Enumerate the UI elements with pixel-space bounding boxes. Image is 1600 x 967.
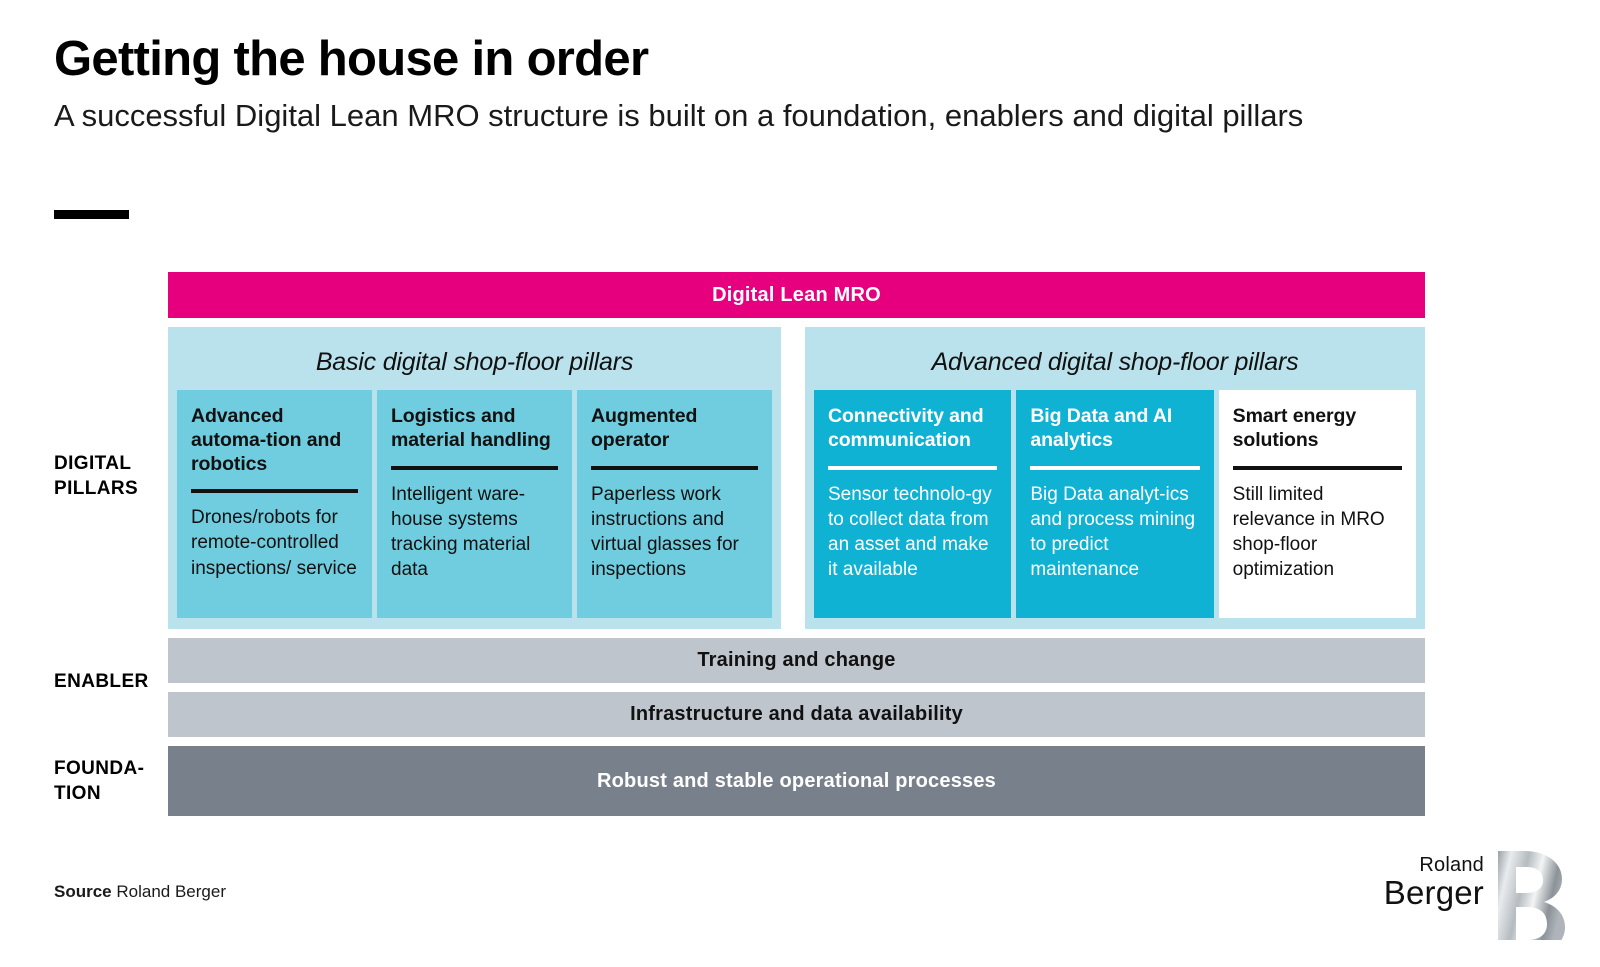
pillar-card-body: Intelligent ware-house systems tracking …: [391, 483, 531, 580]
pillar-group-advanced-columns: Connectivity and communication Sensor te…: [814, 390, 1416, 618]
pillar-group-advanced-title: Advanced digital shop-floor pillars: [931, 348, 1299, 376]
pillar-card-divider: [1030, 465, 1200, 470]
pillar-card-body: Still limited relevance in MRO shop-floo…: [1232, 483, 1385, 580]
pillar-card-title: Logistics and material handling: [391, 405, 551, 451]
pillar-card-title: Augmented operator: [591, 405, 698, 451]
enabler-bar-infrastructure-and-data: Infrastructure and data availability: [168, 692, 1425, 737]
logo-roland-text: Roland: [1419, 854, 1484, 876]
row-label-enabler: ENABLER: [54, 670, 164, 695]
pillar-card-divider: [391, 465, 558, 470]
enabler-bar-label: Training and change: [697, 649, 896, 671]
pillar-card-title: Connectivity and communication: [828, 405, 984, 451]
pillar-card-divider: [828, 465, 998, 470]
pillar-card-title: Big Data and AI analytics: [1030, 405, 1173, 451]
roland-berger-logo: Roland Berger: [1352, 845, 1572, 940]
pillar-group-basic-columns: Advanced automa-tion and robotics Drones…: [177, 390, 772, 618]
pillar-card-title: Advanced automa-tion and robotics: [191, 405, 342, 475]
page-title: Getting the house in order: [54, 32, 649, 86]
pillar-card-connectivity-communication[interactable]: Connectivity and communication Sensor te…: [814, 390, 1012, 618]
pillar-card-big-data-ai-analytics[interactable]: Big Data and AI analytics Big Data analy…: [1016, 390, 1214, 618]
pillar-card-body: Paperless work instructions and virtual …: [591, 483, 739, 580]
roland-berger-wordmark: Roland Berger: [1384, 855, 1484, 909]
roland-berger-b-mark-icon: [1498, 851, 1565, 940]
pillar-group-basic: Basic digital shop-floor pillars Advance…: [168, 327, 781, 629]
logo-berger-text: Berger: [1383, 874, 1484, 911]
pillar-group-advanced: Advanced digital shop-floor pillars Conn…: [805, 327, 1425, 629]
pillar-card-body: Drones/robots for remote-controlled insp…: [191, 507, 357, 579]
source-value: Roland Berger: [116, 882, 226, 901]
pillar-group-basic-title: Basic digital shop-floor pillars: [315, 348, 634, 376]
pillar-card-body: Sensor technolo-gy to collect data from …: [828, 483, 992, 580]
pillar-groups-row: Basic digital shop-floor pillars Advance…: [168, 327, 1425, 629]
digital-lean-mro-label: Digital Lean MRO: [712, 283, 881, 306]
pillar-card-logistics-material-handling[interactable]: Logistics and material handling Intellig…: [377, 390, 572, 618]
pillar-card-body: Big Data analyt-ics and process mining t…: [1030, 483, 1196, 580]
source-label: Source: [54, 882, 112, 901]
page-header: Getting the house in order A successful …: [54, 32, 1354, 138]
house-diagram: Digital Lean MRO Basic digital shop-floo…: [168, 272, 1425, 816]
pillar-card-smart-energy-solutions[interactable]: Smart energy solutions Still limited rel…: [1218, 390, 1416, 618]
pillar-card-title: Smart energy solutions: [1232, 405, 1357, 451]
row-label-foundation-text: FOUNDA-TION: [54, 758, 145, 804]
pillar-card-divider: [191, 489, 358, 494]
enabler-bar-training-and-change: Training and change: [168, 638, 1425, 683]
source-note: Source Roland Berger: [54, 882, 226, 902]
digital-lean-mro-bar: Digital Lean MRO: [168, 272, 1425, 318]
row-label-digital-pillars: DIGITAL PILLARS: [54, 452, 164, 501]
foundation-bar-label: Robust and stable operational processes: [596, 769, 996, 792]
page-subtitle: A successful Digital Lean MRO structure …: [54, 97, 1304, 133]
pillar-card-divider: [591, 465, 758, 470]
foundation-bar: Robust and stable operational processes: [168, 746, 1425, 816]
pillar-card-advanced-automation[interactable]: Advanced automa-tion and robotics Drones…: [177, 390, 372, 618]
row-label-enabler-text: ENABLER: [54, 671, 149, 692]
row-label-digital-pillars-text: DIGITAL PILLARS: [54, 453, 139, 499]
accent-rule: [54, 210, 129, 219]
pillar-card-divider: [1232, 465, 1402, 470]
enabler-bar-label: Infrastructure and data availability: [630, 703, 963, 725]
row-label-foundation: FOUNDA-TION: [54, 757, 164, 806]
pillar-card-augmented-operator[interactable]: Augmented operator Paperless work instru…: [577, 390, 772, 618]
